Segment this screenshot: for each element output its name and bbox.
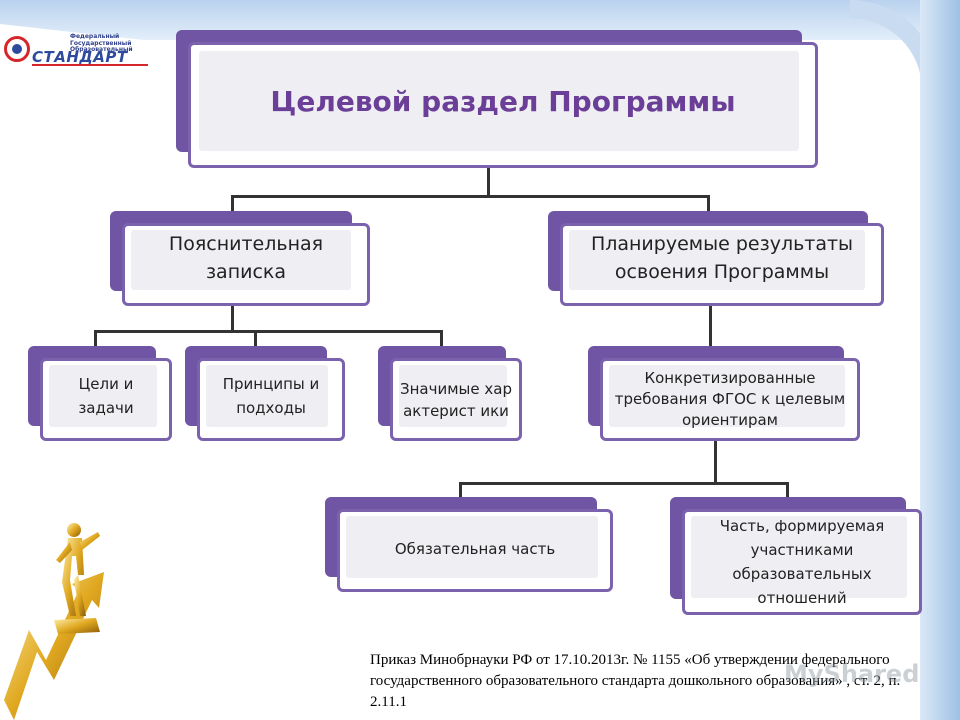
node-label: Обязательная часть	[394, 539, 556, 558]
connector	[707, 195, 710, 217]
node-label: Значимые характерист ики	[400, 379, 512, 420]
diagram-title: Целевой раздел Программы	[270, 84, 736, 118]
connector	[231, 305, 234, 331]
node-goals: Цели и задачи	[28, 346, 172, 441]
connector	[714, 440, 717, 483]
logo-underline	[32, 64, 148, 66]
connector	[231, 195, 710, 198]
fgos-logo: Федеральный Государственный Образователь…	[2, 33, 152, 66]
connector	[709, 305, 712, 349]
node-planned-results: Планируемые результаты освоения Программ…	[548, 211, 884, 306]
node-label: Часть, формируемая участниками образоват…	[719, 517, 885, 607]
node-characteristics: Значимые характерист ики	[378, 346, 522, 441]
node-label: Принципы и подходы	[222, 374, 320, 417]
logo-big-text: СТАНДАРТ	[32, 48, 128, 66]
title-box: Целевой раздел Программы	[176, 30, 818, 168]
connector	[231, 195, 234, 217]
node-participants-part: Часть, формируемая участниками образоват…	[670, 497, 922, 615]
golden-figure-arrow-illustration	[4, 523, 104, 720]
source-citation: Приказ Минобрнауки РФ от 17.10.2013г. № …	[370, 652, 901, 710]
connector	[459, 482, 789, 485]
node-label: Планируемые результаты освоения Программ…	[590, 232, 854, 283]
connector	[94, 330, 97, 348]
node-explanatory-note: Пояснительная записка	[110, 211, 370, 306]
connector	[254, 330, 257, 348]
connector	[487, 160, 490, 196]
connector	[786, 482, 789, 498]
connector	[459, 482, 462, 498]
logo-small-text: Федеральный Государственный Образователь…	[70, 33, 133, 53]
node-label: Пояснительная записка	[168, 232, 324, 283]
slide-frame-right	[920, 0, 960, 720]
connector	[94, 330, 443, 333]
watermark: MyShared	[784, 660, 920, 688]
node-label: Конкретизированные требования ФГОС к цел…	[614, 369, 846, 429]
node-concretized-requirements: Конкретизированные требования ФГОС к цел…	[588, 346, 860, 441]
node-principles: Принципы и подходы	[185, 346, 345, 441]
node-mandatory-part: Обязательная часть	[325, 497, 613, 592]
logo-emblem-icon	[4, 36, 30, 62]
node-label: Цели и задачи	[78, 374, 134, 417]
connector	[440, 330, 443, 348]
